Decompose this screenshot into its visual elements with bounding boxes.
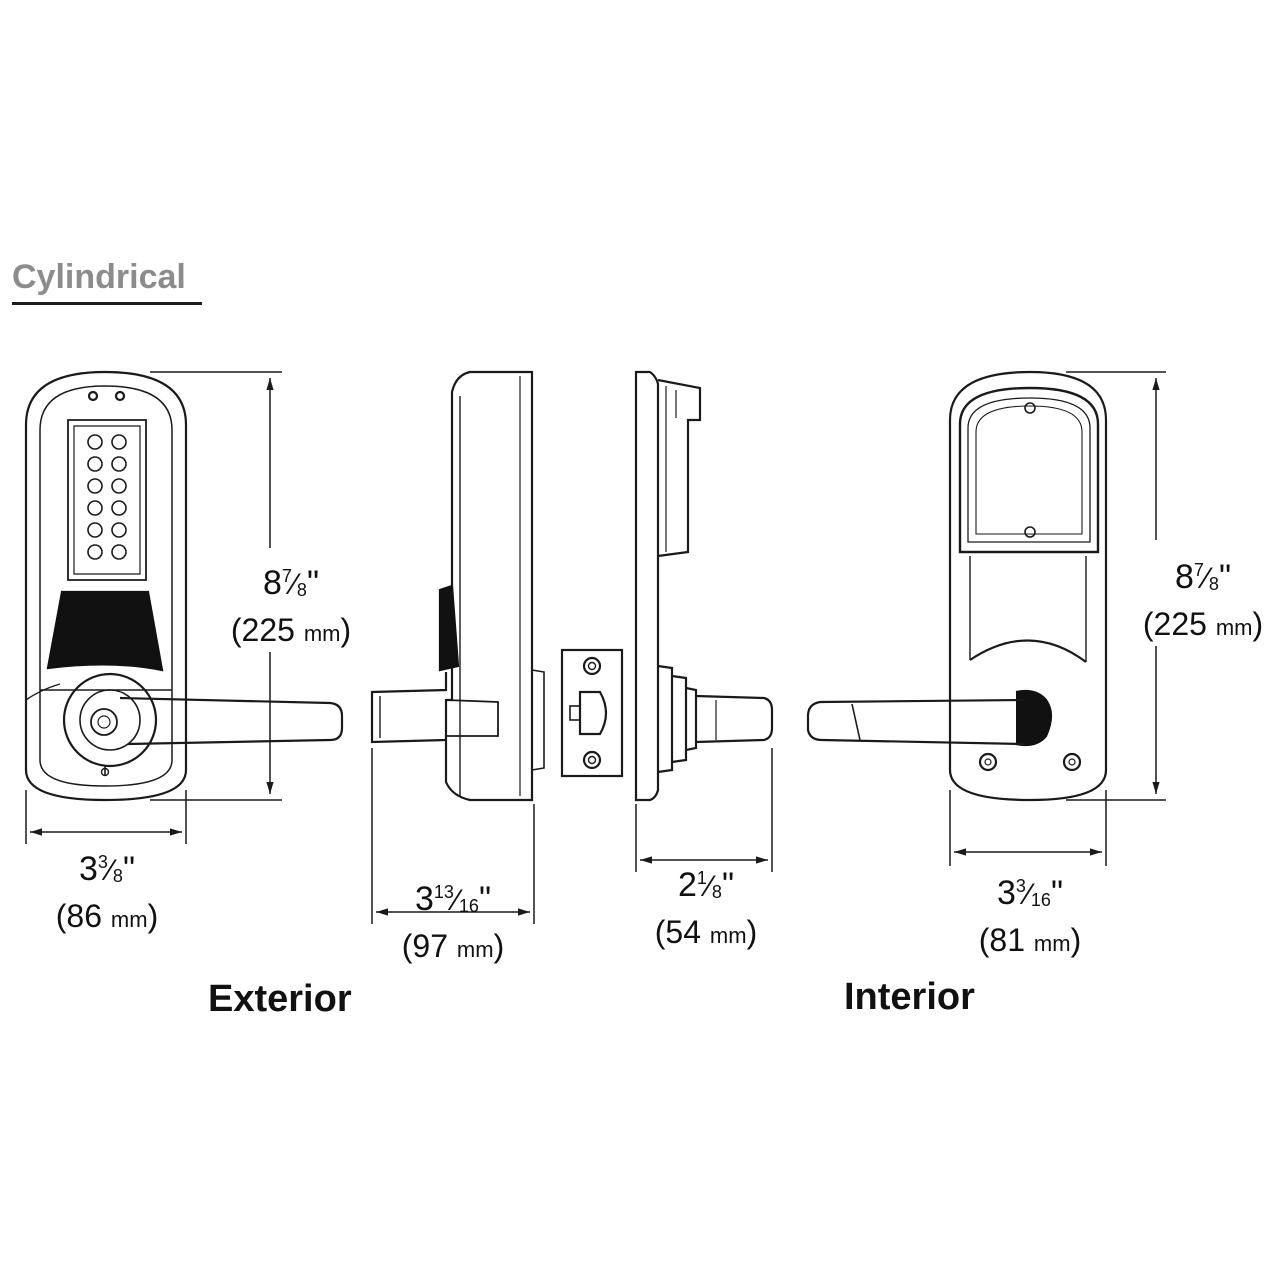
section-heading: Cylindrical xyxy=(12,258,186,296)
exterior-front-view xyxy=(24,370,344,802)
interior-width-dimension xyxy=(949,790,1107,866)
interior-height-dimension xyxy=(1066,371,1166,801)
exterior-width-label: 33⁄8" (86 mm) xyxy=(55,850,159,934)
side-depth-dimension xyxy=(371,748,535,924)
spindle-depth-label: 21⁄8" (54 mm) xyxy=(654,866,758,950)
keypad-buttons xyxy=(87,434,127,560)
side-depth-label: 313⁄16" (97 mm) xyxy=(401,880,505,964)
spindle-depth-dimension xyxy=(635,748,773,872)
heading-underline xyxy=(12,302,202,305)
interior-height-label: 87⁄8" (225 mm) xyxy=(1142,558,1264,642)
exterior-height-label: 87⁄8" (225 mm) xyxy=(230,564,352,648)
exterior-width-dimension xyxy=(25,790,187,844)
exterior-height-dimension xyxy=(150,371,282,801)
latch-strike-plate xyxy=(560,648,624,778)
interior-view-label: Interior xyxy=(844,976,975,1018)
side-grip xyxy=(438,584,460,672)
exterior-side-view xyxy=(370,370,545,802)
interior-front-view xyxy=(806,370,1108,802)
grip-band xyxy=(46,590,164,672)
interior-side-view xyxy=(634,370,774,802)
interior-width-label: 33⁄16" (81 mm) xyxy=(978,874,1082,958)
exterior-view-label: Exterior xyxy=(208,978,352,1020)
